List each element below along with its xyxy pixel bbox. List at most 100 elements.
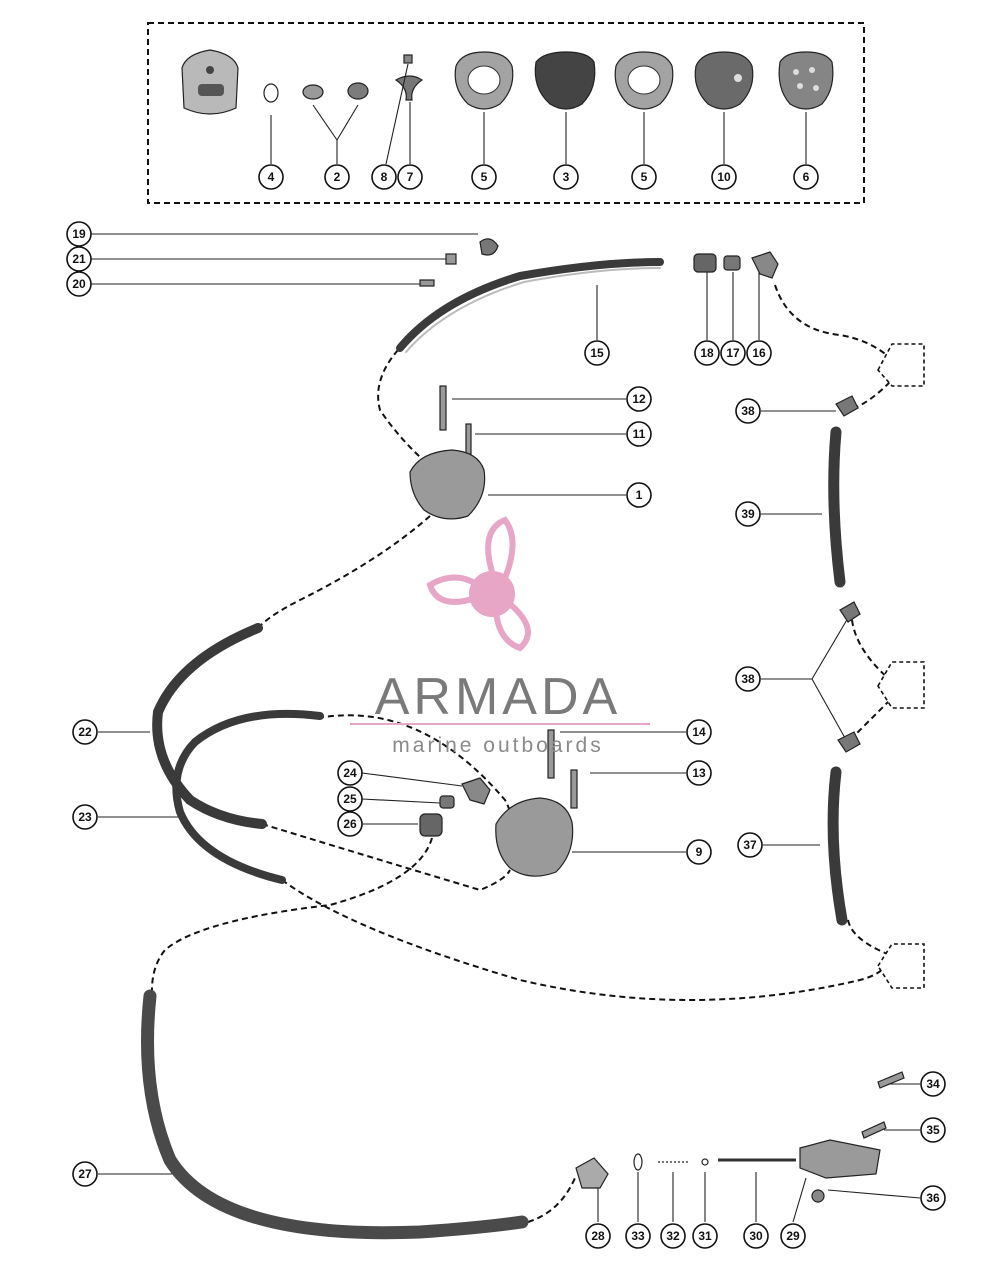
callout-number: 19 [72, 227, 86, 241]
callout-circle [743, 1223, 769, 1249]
part-callout-13: 13 [686, 760, 712, 786]
part-callout-1: 1 [626, 482, 652, 508]
part-callout-4: 4 [258, 164, 284, 190]
callout-circle [66, 271, 92, 297]
part-callout-23: 23 [72, 804, 98, 830]
callout-number: 3 [563, 170, 570, 184]
screw-part [419, 279, 435, 287]
callout-circle [920, 1117, 946, 1143]
callout-number: 8 [381, 170, 388, 184]
callout-circle [324, 164, 350, 190]
callout-circle [72, 719, 98, 745]
fitting-part [693, 253, 717, 273]
part-callout-26: 26 [337, 811, 363, 837]
propeller-hub [469, 571, 515, 617]
propeller-blade [426, 574, 480, 605]
part-callout-8: 8 [371, 164, 397, 190]
part-callout-20: 20 [66, 271, 92, 297]
hardware-parts [409, 238, 905, 1203]
callout-number: 12 [632, 392, 646, 406]
callout-number: 36 [926, 1191, 940, 1205]
callout-number: 7 [407, 170, 414, 184]
callout-circle [920, 1185, 946, 1211]
callout-circle [626, 482, 652, 508]
part-callout-5: 5 [471, 164, 497, 190]
callout-number: 29 [786, 1229, 800, 1243]
part-callout-5: 5 [631, 164, 657, 190]
fitting-part [439, 795, 455, 809]
propeller-logo [426, 516, 531, 652]
part-callout-37: 37 [737, 832, 763, 858]
callout-circle [735, 666, 761, 692]
part-callout-27: 27 [72, 1161, 98, 1187]
screw-part [439, 385, 447, 431]
fitting-part [419, 813, 443, 837]
part-callout-12: 12 [626, 386, 652, 412]
callout-number: 4 [268, 170, 275, 184]
callout-circle [746, 340, 772, 366]
nut-part [811, 1189, 825, 1203]
callout-number: 25 [343, 792, 357, 806]
part-callout-9: 9 [686, 839, 712, 865]
callout-number: 38 [741, 404, 755, 418]
callout-circle [66, 221, 92, 247]
part-callout-29: 29 [780, 1223, 806, 1249]
diaphragm-part [534, 51, 596, 110]
o-ring-part [633, 1153, 643, 1171]
part-callout-21: 21 [66, 246, 92, 272]
callout-circle [920, 1071, 946, 1097]
part-callout-30: 30 [743, 1223, 769, 1249]
callout-number: 24 [343, 766, 357, 780]
callout-number: 15 [590, 346, 604, 360]
callout-number: 9 [696, 845, 703, 859]
part-callout-33: 33 [625, 1223, 651, 1249]
callout-circle [660, 1223, 686, 1249]
part-callout-38: 38 [735, 666, 761, 692]
callout-number: 14 [692, 725, 706, 739]
callout-circle [626, 386, 652, 412]
connection-paths [151, 284, 891, 1223]
brand-subtitle: marine outboards [392, 734, 603, 757]
callout-circle [584, 340, 610, 366]
callout-circle [735, 398, 761, 424]
screw-part [465, 423, 472, 455]
part-callout-16: 16 [746, 340, 772, 366]
callout-circle [72, 804, 98, 830]
kit-parts [181, 49, 834, 115]
callout-number: 28 [591, 1229, 605, 1243]
retainer-part [394, 75, 424, 101]
pump-body-part [181, 49, 239, 115]
callout-circle [371, 164, 397, 190]
callout-circle [793, 164, 819, 190]
tank-outline [877, 343, 925, 387]
callout-circle [337, 760, 363, 786]
callout-number: 20 [72, 277, 86, 291]
kit-box [147, 22, 865, 204]
callout-circle [692, 1223, 718, 1249]
callout-circle [258, 164, 284, 190]
callout-number: 38 [741, 672, 755, 686]
callout-number: 11 [633, 427, 646, 441]
tank-outline [877, 943, 925, 989]
part-callout-35: 35 [920, 1117, 946, 1143]
callout-number: 13 [692, 766, 706, 780]
propeller-blade [485, 516, 516, 580]
fuel-pump-part [409, 449, 486, 520]
part-callout-34: 34 [920, 1071, 946, 1097]
part-callout-18: 18 [694, 340, 720, 366]
callout-circle [553, 164, 579, 190]
callout-circle [471, 164, 497, 190]
part-callout-6: 6 [793, 164, 819, 190]
brand-title: ARMADA [375, 668, 621, 726]
o-ring-part [263, 83, 279, 103]
callout-circle [626, 421, 652, 447]
tank-outlines [877, 343, 925, 989]
part-callout-10: 10 [711, 164, 737, 190]
part-callout-2: 2 [324, 164, 350, 190]
part-callout-7: 7 [397, 164, 423, 190]
callout-circle [686, 760, 712, 786]
part-callout-11: 11 [626, 421, 652, 447]
callout-number: 30 [749, 1229, 763, 1243]
